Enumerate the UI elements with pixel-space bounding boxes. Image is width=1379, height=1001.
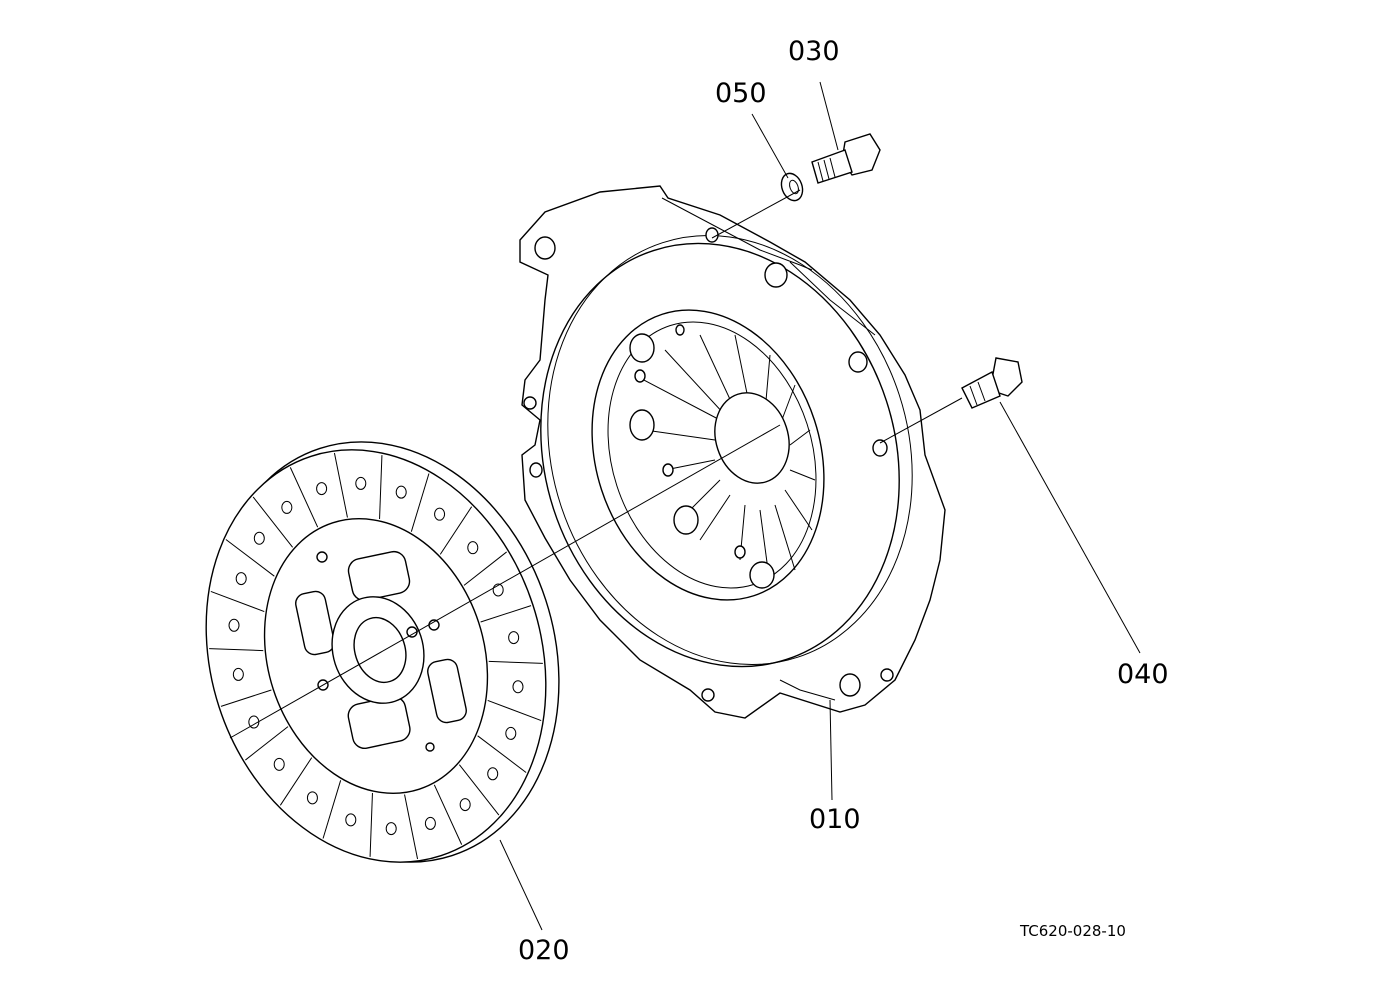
friction-segment-divider [439,506,473,555]
friction-rivet-hole [508,631,520,645]
friction-rivet-hole [487,767,499,781]
friction-rivet-hole [235,572,247,586]
bolt-040 [961,357,1023,409]
friction-rivet-hole [306,791,318,805]
friction-rivet-hole [345,813,357,827]
friction-segment-divider [322,780,342,839]
clutch-disc-assembly [205,441,560,863]
friction-segment-divider [252,496,294,548]
callout-010: 010 [809,804,861,835]
leader-lines [229,81,1141,931]
clutch-cover-rim-edge [547,234,913,666]
friction-facing-inner-ring [263,518,489,794]
drive-strap [661,197,876,336]
friction-rivet-hole [253,531,265,545]
friction-segment-divider [279,757,313,806]
friction-segment-divider [333,452,348,518]
diaphragm-window [591,309,825,601]
friction-rivet-hole [434,507,446,521]
friction-rivet-hole [385,822,397,836]
friction-segment-divider [210,590,265,613]
friction-segment-divider [463,551,507,586]
friction-segment-divider [289,467,319,528]
flange-bolt-holes [523,227,894,702]
clutch-cover-hub [714,392,790,484]
friction-segment-divider [220,689,272,707]
diaphragm-holes [629,324,775,589]
friction-segment-divider [487,699,542,722]
clutch-disc-spline [353,616,407,684]
clutch-disc-hub [331,596,425,704]
friction-segment-divider [477,735,527,773]
friction-rivet-hole [459,798,471,812]
callout-050: 050 [715,78,767,109]
drive-strap-lower [779,679,836,701]
friction-rivet-hole [395,485,407,499]
reference-code: TC620-028-10 [1019,922,1126,940]
friction-rivet-hole [424,816,436,830]
friction-segments [209,452,543,860]
callout-040: 040 [1117,659,1169,690]
friction-rivet-hole [281,500,293,514]
friction-rivet-hole [228,618,240,632]
friction-segment-divider [369,792,373,857]
friction-rivet-hole [316,482,328,496]
bolt-030 [811,133,881,184]
friction-segment-divider [404,794,419,860]
friction-rivet-hole [273,757,285,771]
friction-rivet-hole [232,667,244,681]
callout-020: 020 [518,935,570,966]
friction-segment-divider [245,726,289,761]
friction-rivet-hole [505,726,517,740]
friction-segment-divider [480,605,532,623]
friction-segment-divider [209,648,264,652]
friction-rivet-hole [467,541,479,555]
washer-050 [780,172,804,202]
friction-rivet-hole [355,476,367,490]
clutch-cover-assembly [519,185,946,719]
callout-030: 030 [788,36,840,67]
friction-segment-divider [410,473,430,532]
friction-rivet-hole [512,680,524,694]
friction-segment-divider [458,764,500,816]
clutch-cover-outer-rim [540,242,900,668]
friction-segment-divider [433,784,463,845]
friction-segment-divider [225,539,275,577]
friction-segment-divider [488,660,543,664]
damper-springs [295,550,467,749]
friction-segment-divider [379,455,383,520]
